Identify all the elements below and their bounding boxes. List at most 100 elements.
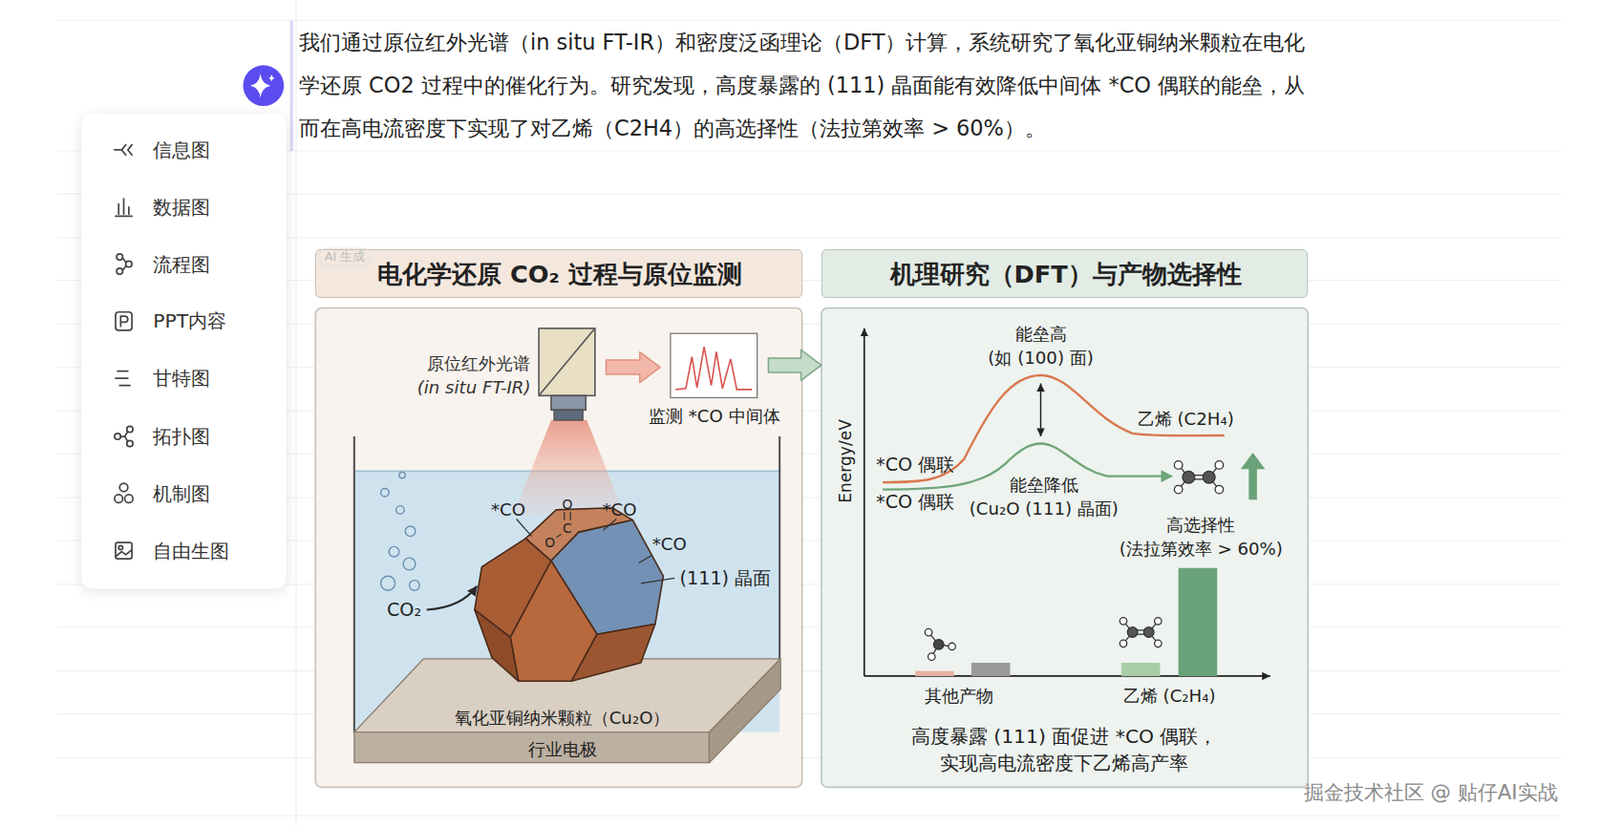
ir-camera — [538, 328, 596, 421]
page-grid — [56, 0, 1561, 827]
menu-icon — [114, 145, 133, 560]
product-molecule — [1119, 640, 1127, 647]
panel-caption: 高度暴露 (111) 面促进 *CO 偶联， — [911, 725, 1218, 748]
molecule-bond — [570, 512, 572, 521]
chart-axis — [863, 328, 866, 677]
ai-button — [242, 64, 284, 107]
page-grid — [56, 20, 1561, 22]
menu-icon — [120, 316, 128, 327]
menu-item: 拓扑图 — [152, 425, 211, 448]
paragraph: 我们通过原位红外光谱（in situ FT-IR）和密度泛函理论（DFT）计算，… — [298, 21, 1320, 150]
ir-instrument: 原位红外光谱(in situ FT-IR) — [407, 326, 602, 424]
focus-bar — [290, 20, 294, 151]
bar — [915, 568, 1217, 677]
bar — [1178, 568, 1218, 677]
menu-list: 信息图数据图流程图PPT内容甘特图拓扑图机制图自由生图 — [81, 114, 286, 590]
leader-line — [516, 519, 676, 584]
menu-icon — [115, 371, 130, 386]
bubble — [399, 471, 406, 478]
menu-icon — [114, 494, 124, 504]
spectrum-line — [675, 346, 752, 390]
instrument-label: 原位红外光谱 — [426, 353, 531, 375]
electrode-slab — [708, 659, 781, 764]
instrument-label: (in situ FT-IR) — [417, 377, 532, 399]
ethylene-molecule — [1173, 485, 1183, 494]
page-grid — [56, 757, 1561, 759]
barrier-label: (如 (100) 面) — [987, 347, 1094, 369]
product-molecule — [1143, 627, 1154, 639]
ir-camera — [554, 409, 583, 421]
up-arrow — [1240, 452, 1266, 500]
ai-badge: AI 生成 — [319, 248, 372, 267]
ai-button — [242, 64, 284, 107]
menu-icon — [114, 433, 121, 440]
product-molecule — [1154, 640, 1162, 647]
menu-panel — [82, 114, 287, 590]
menu-icon — [115, 198, 132, 216]
panel — [821, 307, 1308, 788]
menu-item: 信息图 — [152, 138, 211, 162]
selectivity-label: 高选择性 — [1166, 514, 1236, 536]
ethylene-molecule — [1215, 485, 1224, 494]
bubble — [381, 488, 390, 497]
bubble — [405, 526, 416, 537]
menu-icon — [115, 542, 132, 559]
panel-header: 电化学还原 CO₂ 过程与原位监测 — [315, 249, 803, 299]
bubble — [388, 546, 400, 557]
block-arrow — [768, 349, 822, 381]
page-grid — [56, 626, 1561, 628]
tank-wall — [353, 436, 356, 733]
up-arrow — [1248, 467, 1258, 500]
product-molecule — [924, 628, 932, 636]
bubble — [396, 506, 406, 515]
page-grid — [56, 815, 1561, 817]
ir-camera — [538, 328, 596, 396]
menu-item: 甘特图 — [152, 366, 211, 390]
barrier-label: 能垒降低 — [1009, 475, 1079, 497]
spectrum-node: 监测 *CO 中间体 — [668, 331, 761, 428]
category-label: 乙烯 (C₂H₄) — [1123, 685, 1216, 707]
spectrum-box — [670, 333, 758, 398]
barrier-label: 能垒高 — [1015, 323, 1067, 345]
panel-caption: 实现高电流密度下乙烯高产率 — [939, 751, 1189, 775]
nanoparticle — [474, 610, 519, 683]
product-molecule — [933, 640, 944, 651]
page-grid — [56, 713, 1561, 715]
watermark: 掘金技术社区 @ 贴仔AI实战 — [1303, 780, 1558, 806]
block-arrow — [606, 352, 662, 384]
ir-camera — [551, 395, 586, 410]
menu-icon — [119, 483, 128, 492]
atom-label: O — [561, 495, 573, 512]
product-molecule — [948, 642, 956, 650]
ethylene-molecule — [1173, 461, 1183, 470]
menu-item: 数据图 — [152, 195, 211, 219]
ir-camera — [538, 328, 596, 396]
tank-wall — [778, 436, 781, 660]
atom-label: C — [562, 520, 573, 537]
bar — [915, 671, 955, 677]
panel — [315, 307, 802, 788]
bubble — [381, 576, 396, 591]
chart-axis — [864, 328, 1271, 677]
category-label: 其他产物 — [924, 685, 994, 707]
menu-icon — [114, 145, 132, 156]
molecule-bond — [555, 534, 561, 538]
bar — [971, 662, 1011, 677]
page-grid — [56, 670, 1561, 672]
menu-icon — [125, 494, 134, 504]
bubble — [381, 471, 421, 591]
molecule-bond — [563, 512, 565, 521]
leader-line — [602, 519, 617, 532]
electrode-slab — [354, 732, 710, 764]
menu-icon — [118, 545, 123, 550]
nanoparticle — [474, 508, 664, 683]
curve-arrowhead — [1161, 469, 1174, 483]
bar — [1121, 662, 1161, 677]
electrode-label: 行业电极 — [528, 739, 598, 761]
ethylene-molecule — [1182, 470, 1195, 484]
menu-icon — [122, 257, 126, 271]
ethylene-molecule — [1202, 470, 1216, 484]
bubble — [403, 557, 416, 571]
ai-button — [250, 73, 271, 99]
header-text: 机理研究（DFT）与产物选择性 — [890, 259, 1242, 290]
